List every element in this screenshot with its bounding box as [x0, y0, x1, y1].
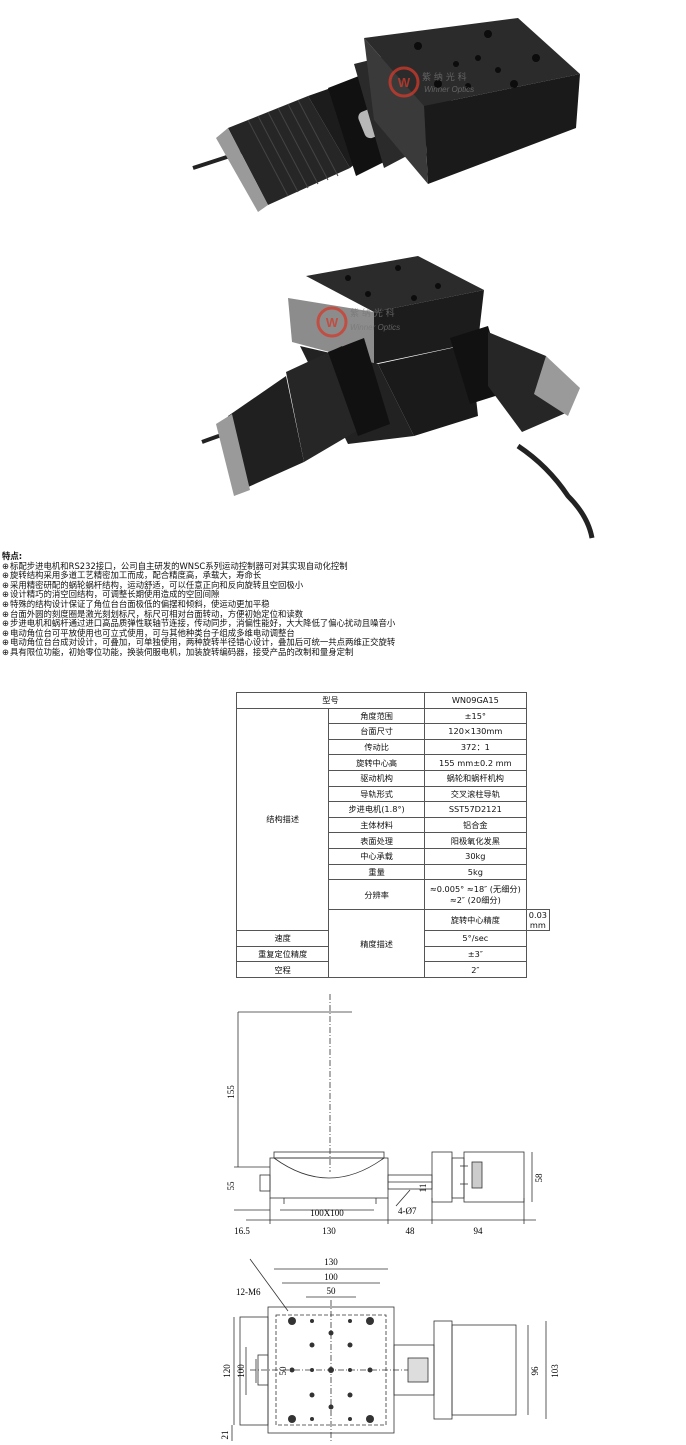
feature-item: 特殊的结构设计保证了角位台台面极低的偏摆和倾斜，使运动更加平稳 [2, 599, 682, 610]
product-photo-single-stage: W 紫 纳 光 科 Winner Optics [192, 18, 580, 212]
dim-48: 48 [406, 1226, 416, 1236]
resolution-line-1: ≈0.005° ≈18″ (无细分) [429, 883, 521, 894]
stepper-motor-left [216, 338, 390, 496]
feature-list: 特点: 标配步进电机和RS232接口，公司自主研发的WNSC系列运动控制器可对其… [2, 551, 682, 658]
feature-item: 具有限位功能，初始零位功能，换装伺服电机，加装旋转编码器，接受产品的改制和量身定… [2, 647, 682, 658]
svg-text:Winner Optics: Winner Optics [424, 85, 474, 94]
spec-value: 阳极氧化发黑 [423, 832, 527, 849]
svg-text:W: W [398, 75, 411, 90]
spec-label: 台面尺寸 [328, 723, 425, 740]
dim-4-d7: 4-Ø7 [398, 1206, 417, 1216]
spec-value: 120×130mm [423, 723, 527, 740]
dim-58: 58 [534, 1173, 544, 1183]
feature-item: 设计精巧的消空回结构，可调整长期使用造成的空回间隙 [2, 590, 682, 600]
spec-value: 155 mm±0.2 mm [423, 754, 527, 771]
resolution-line-2: ≈2″ (20细分) [449, 894, 501, 905]
spec-value: 372：1 [423, 738, 527, 756]
dim-16-5: 16.5 [234, 1226, 250, 1236]
table-row: 分辨率 ≈0.005° ≈18″ (无细分) ≈2″ (20细分) [237, 879, 550, 911]
stepper-motor-right [450, 326, 580, 432]
side-view-drawing: 155 55 11 58 100X100 4-Ø7 16.5 130 48 94 [226, 994, 544, 1236]
table-row: 主体材料铝合金 [237, 816, 550, 834]
dim-50-side: 50 [278, 1366, 288, 1376]
model-label: 型号 [236, 692, 425, 709]
feature-item: 电动角位台台成对设计，可叠加，可单独使用，两种旋转半径错心设计，叠加后可统一共点… [2, 638, 682, 648]
svg-text:紫 纳 光 科: 紫 纳 光 科 [422, 71, 467, 83]
dim-155: 155 [226, 1085, 236, 1099]
structure-group-label: 结构描述 [235, 707, 330, 932]
spec-value: 铝合金 [423, 816, 527, 834]
spec-value: 5kg [423, 863, 527, 881]
spec-value: 蜗轮和蜗杆机构 [423, 769, 527, 787]
precision-group-label: 精度描述 [328, 909, 425, 978]
spec-value: 30kg [423, 847, 527, 865]
spec-label: 驱动机构 [328, 769, 425, 787]
brand-watermark-2: W 紫 纳 光 科 Winner Optics [316, 306, 400, 338]
dim-130: 130 [322, 1226, 336, 1236]
spec-value: ±15° [423, 707, 527, 725]
model-value: WN09GA15 [423, 692, 527, 709]
spec-value: 5°/sec [423, 930, 527, 947]
dim-21: 21 [220, 1431, 230, 1440]
spec-label: 角度范围 [328, 707, 425, 725]
table-row: 精度描述 旋转中心精度 0.03 mm [237, 909, 551, 978]
feature-item: 步进电机和蜗杆通过进口高品质弹性联轴节连接，传动同步，消偏性能好，大大降低了偏心… [2, 619, 682, 629]
feature-item: 标配步进电机和RS232接口，公司自主研发的WNSC系列运动控制器可对其实现自动… [2, 561, 682, 572]
table-row: 型号 WN09GA15 [236, 692, 550, 709]
spec-value: 0.03 mm [525, 909, 551, 932]
spec-label: 步进电机(1.8°) [328, 801, 425, 818]
spec-label: 速度 [235, 930, 330, 947]
spec-label: 主体材料 [328, 816, 425, 834]
spec-value: SST57D2121 [423, 801, 527, 818]
svg-text:W: W [326, 315, 339, 330]
spec-label: 重量 [328, 863, 425, 881]
product-photo-stacked-stage: W 紫 纳 光 科 Winner Optics [201, 256, 595, 539]
spec-label: 传动比 [328, 738, 425, 756]
dim-103: 103 [550, 1364, 560, 1378]
spec-value-resolution: ≈0.005° ≈18″ (无细分) ≈2″ (20细分) [423, 879, 527, 911]
dim-100x100: 100X100 [310, 1208, 344, 1218]
brand-watermark: W 紫 纳 光 科 Winner Optics [388, 66, 474, 98]
dim-11: 11 [418, 1184, 428, 1193]
dim-12-m6: 12-M6 [236, 1287, 261, 1297]
svg-text:紫 纳 光 科: 紫 纳 光 科 [350, 307, 395, 319]
spec-label: 表面处理 [328, 832, 425, 849]
table-row: 结构描述 角度范围 ±15° [235, 707, 550, 932]
spec-label: 导轨形式 [328, 785, 425, 803]
spec-value: 2″ [423, 961, 527, 978]
feature-item: 采用精密研配的蜗轮蜗杆结构，运动舒适，可以任意正向和反向旋转且空回极小 [2, 580, 682, 591]
spec-label: 旋转中心高 [328, 754, 425, 771]
svg-text:Winner Optics: Winner Optics [350, 323, 400, 332]
spec-label: 重复定位精度 [235, 945, 330, 963]
spec-value: 交叉滚柱导轨 [423, 785, 527, 803]
feature-item: 台面外圆的刻度圈是激光刻划标尺，标尺可相对台面转动，方便初始定位和读数 [2, 609, 682, 620]
dim-96: 96 [530, 1366, 540, 1376]
spec-value: ±3″ [423, 945, 527, 963]
dim-120: 120 [222, 1364, 232, 1378]
dim-50-top: 50 [327, 1286, 337, 1296]
table-row: 空程 2″ [235, 961, 550, 978]
spec-label: 中心承载 [328, 847, 425, 865]
dim-100-side: 100 [236, 1364, 246, 1378]
spec-label: 空程 [235, 961, 330, 978]
dim-100-top: 100 [324, 1272, 338, 1282]
feature-title: 特点: [2, 551, 23, 561]
dim-94: 94 [474, 1226, 484, 1236]
dim-55: 55 [226, 1181, 236, 1191]
dim-130-top: 130 [324, 1257, 338, 1267]
feature-item: 旋转结构采用多道工艺精密加工而成，配合精度高，承载大，寿命长 [2, 571, 682, 581]
table-row: 步进电机(1.8°)SST57D2121 [237, 801, 550, 818]
spec-label: 分辨率 [328, 879, 425, 911]
spec-label: 旋转中心精度 [423, 909, 527, 932]
feature-item: 电动角位台可平放使用也可立式使用，可与其他种类台子组成多维电动调整台 [2, 628, 682, 639]
top-view-drawing: 130 100 50 12-M6 120 100 50 96 103 21 [220, 1257, 560, 1441]
stepper-motor [216, 82, 374, 212]
